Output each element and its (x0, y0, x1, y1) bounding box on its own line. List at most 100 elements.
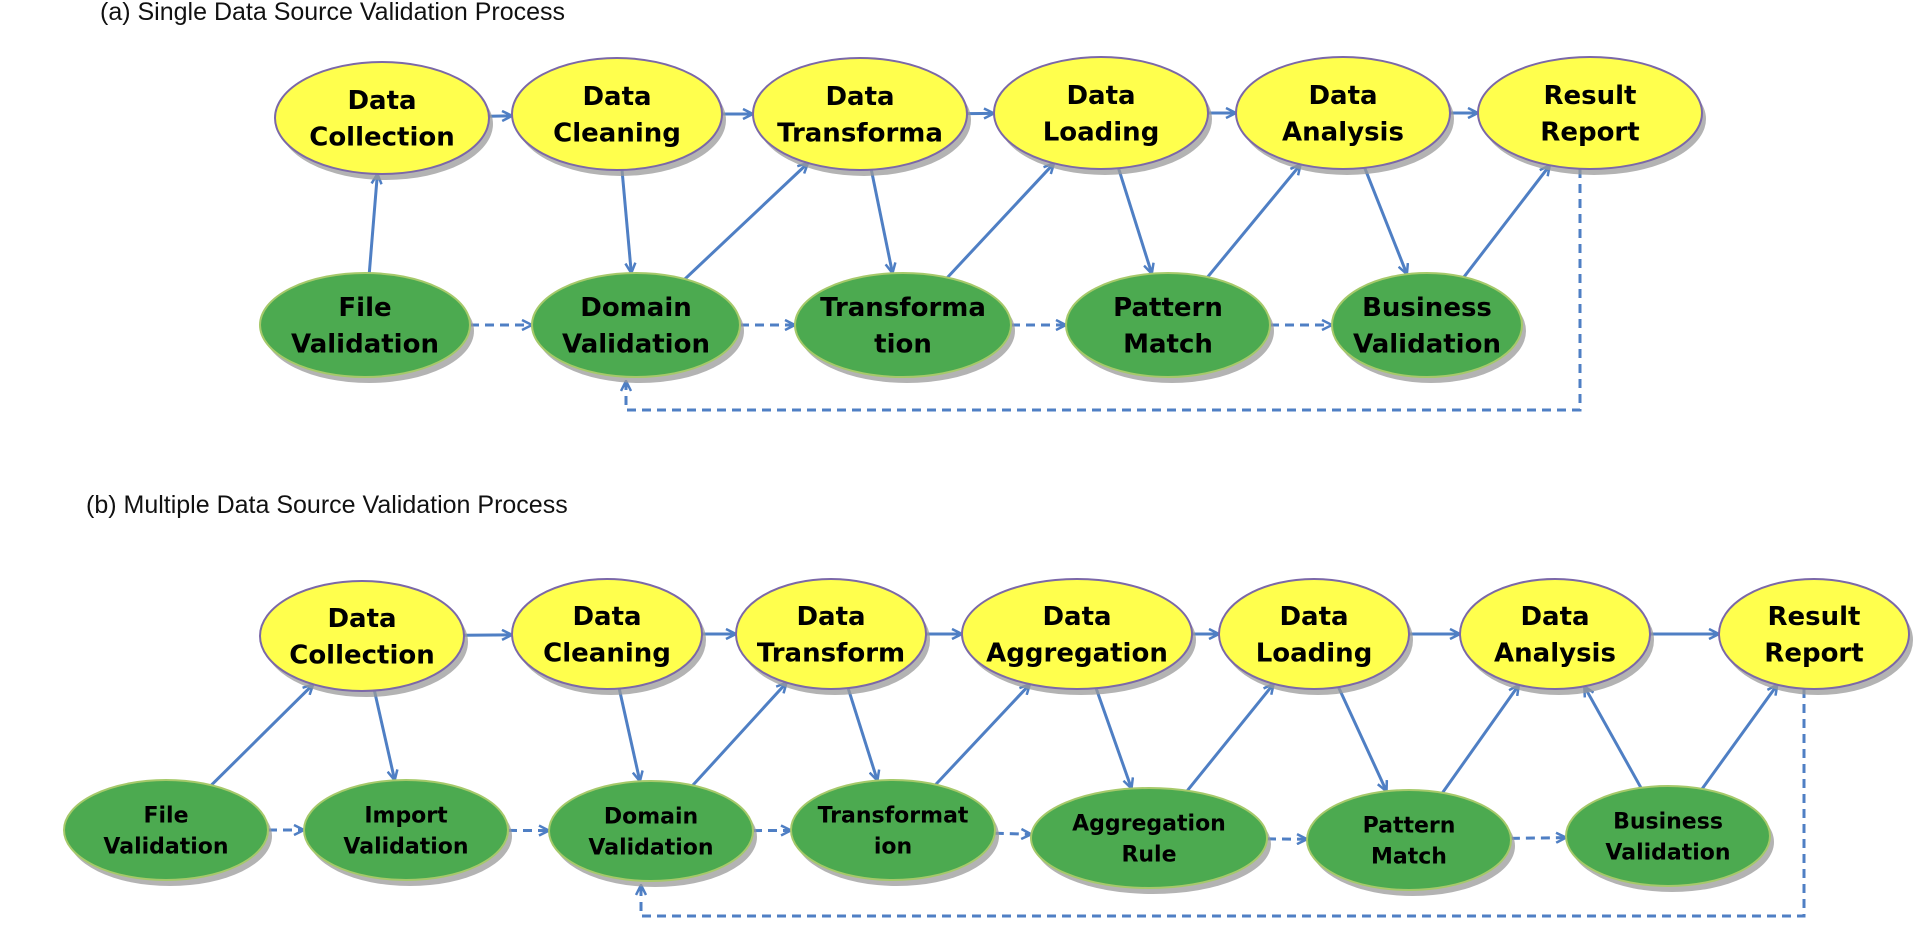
process-ellipse (511, 57, 723, 171)
node-label-line: Validation (1605, 840, 1730, 865)
node-label-line: Loading (1256, 639, 1373, 669)
node-label-line: Loading (1043, 118, 1160, 148)
edge-a_analysis-to-a_business (1363, 167, 1407, 274)
edge-a_cleaning-to-a_domain (620, 169, 631, 273)
node-label-line: Match (1371, 844, 1447, 869)
node-label-line: Analysis (1494, 639, 1616, 669)
validation-ellipse (1030, 787, 1268, 889)
node-label-line: Transformat (818, 804, 969, 829)
node-label-line: Data (825, 82, 894, 112)
node-label-line: Transform (757, 639, 905, 669)
node-label-line: Data (327, 604, 396, 634)
node-label-line: Data (347, 86, 416, 116)
node-label-line: Business (1362, 293, 1492, 323)
edge-b_business-to-b_analysis (1584, 686, 1643, 789)
edge-b_transval-to-b_aggregation (934, 684, 1030, 786)
edge-b_business-to-b_report (1700, 685, 1777, 790)
process-ellipse (993, 56, 1209, 170)
node-label-line: Transforma (820, 293, 986, 323)
validation-ellipse (259, 272, 471, 378)
node-label-line: Data (1308, 81, 1377, 111)
node-label-line: ion (874, 834, 912, 859)
node-label-line: Match (1123, 330, 1213, 360)
validation-ellipse (63, 779, 269, 881)
node-label-line: Data (1042, 602, 1111, 632)
edge-a_report-to-a_domain (626, 169, 1582, 412)
edge-a_domain-to-a_transform (683, 163, 808, 281)
process-ellipse (274, 61, 490, 175)
node-label-line: Business (1613, 810, 1723, 835)
node-label-line: Pattern (1113, 293, 1223, 323)
node-label-line: Validation (103, 834, 228, 859)
node-label-line: Result (1544, 81, 1637, 111)
node-label-line: Cleaning (543, 639, 671, 669)
node-label-line: Validation (1353, 330, 1501, 360)
node-b_transval: Transformat ion (790, 779, 999, 886)
edge-b_cleaning-to-b_domain (617, 688, 640, 782)
validation-ellipse (303, 779, 509, 881)
edge-b_aggrule-to-b_loading (1186, 684, 1273, 792)
process-ellipse (1718, 578, 1910, 690)
node-label-line: Data (1279, 602, 1348, 632)
edge-b_pattern-to-b_business (1510, 838, 1566, 839)
process-ellipse (752, 57, 968, 171)
validation-ellipse (531, 272, 741, 378)
edge-b_domain-to-b_transform (691, 683, 787, 787)
validation-ellipse (1306, 789, 1512, 891)
node-label-line: Data (582, 82, 651, 112)
node-label-line: Aggregation (1072, 812, 1226, 837)
node-label-line: Collection (309, 123, 455, 153)
process-ellipse (1218, 578, 1410, 690)
process-ellipse (1235, 56, 1451, 170)
node-label-line: Data (1066, 81, 1135, 111)
validation-ellipse (794, 272, 1012, 378)
process-ellipse (735, 578, 927, 690)
validation-ellipse (790, 779, 996, 881)
node-label-line: File (143, 804, 188, 829)
nodes-layer: DataCollectionDataCleaningDataTransforma… (63, 56, 1913, 896)
edge-a_pattern-to-a_analysis (1206, 164, 1301, 279)
node-label-line: tion (874, 330, 932, 360)
node-label-line: Validation (562, 330, 710, 360)
edges-layer (210, 113, 1806, 918)
node-label-line: Domain (604, 805, 698, 830)
edge-b_file-to-b_collection (210, 684, 313, 787)
node-label-line: Import (364, 804, 448, 829)
process-ellipse (511, 578, 703, 690)
edge-a_transform-to-a_transval (869, 169, 892, 274)
edge-a_business-to-a_report (1462, 165, 1550, 279)
edge-b_report-to-b_domain (641, 689, 1806, 918)
edge-a_loading-to-a_pattern (1117, 167, 1152, 274)
node-label-line: Data (796, 602, 865, 632)
node-label-line: Transforma (777, 119, 943, 149)
process-ellipse (1477, 56, 1703, 170)
node-a_transval: Transforma tion (794, 272, 1015, 383)
node-label-line: Report (1764, 639, 1863, 669)
node-label-line: Cleaning (553, 119, 681, 149)
process-ellipse (961, 578, 1193, 690)
node-label-line: Aggregation (986, 639, 1168, 669)
panel-a-title: (a) Single Data Source Validation Proces… (100, 0, 565, 26)
edge-a_file-to-a_collection (367, 174, 377, 274)
edge-b_transform-to-b_transval (846, 687, 877, 781)
edge-b_transval-to-b_aggrule (994, 833, 1032, 834)
node-label-line: Validation (291, 330, 439, 360)
node-label-line: Domain (580, 293, 692, 323)
node-label-line: Result (1768, 602, 1861, 632)
edge-b_pattern-to-b_analysis (1441, 685, 1519, 794)
node-label-line: Rule (1121, 842, 1176, 867)
